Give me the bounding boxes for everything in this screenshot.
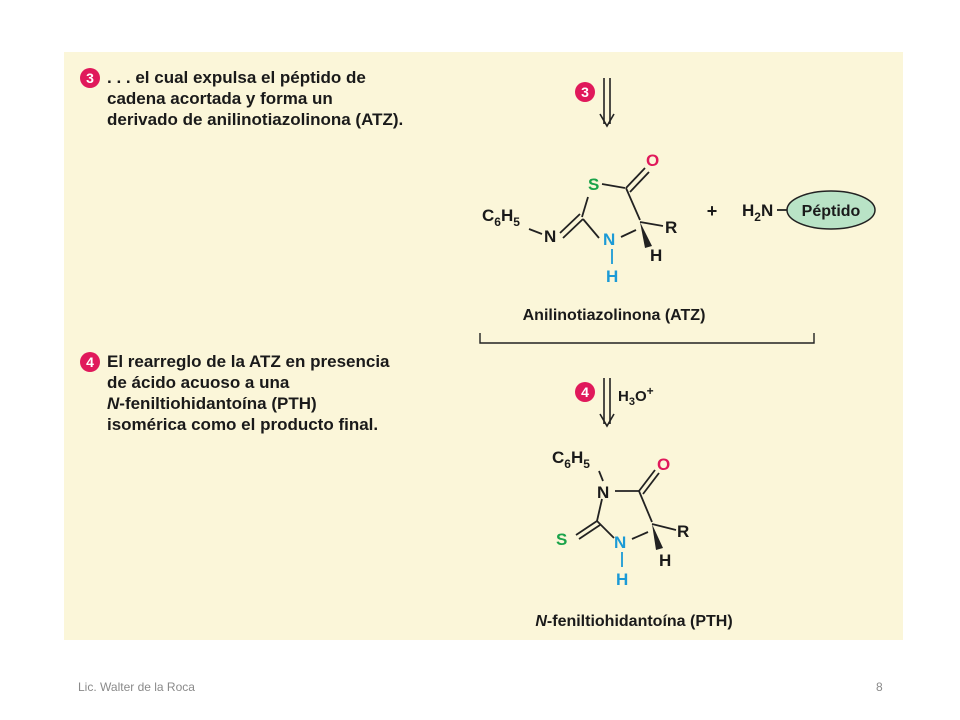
step3-badge: 3 bbox=[80, 68, 100, 88]
atz-h-on-c: H bbox=[650, 246, 662, 265]
atz-phenyl-n-bond bbox=[528, 228, 543, 235]
peptide-oval bbox=[786, 190, 876, 230]
plus-sign: + bbox=[707, 201, 718, 221]
peptide-label: Péptido bbox=[802, 203, 861, 220]
atz-n-exo: N bbox=[544, 227, 556, 246]
pth-h-on-n: H bbox=[616, 570, 628, 589]
step4-description: El rearreglo de la ATZ en presencia de á… bbox=[107, 351, 390, 435]
pth-phenyl-n-bond bbox=[598, 470, 604, 482]
footer-author: Lic. Walter de la Roca bbox=[78, 680, 195, 694]
arrow4-icon bbox=[599, 378, 615, 428]
step4-line1: El rearreglo de la ATZ en presencia bbox=[107, 352, 390, 371]
pth-n-top: N bbox=[597, 483, 609, 502]
arrow3-badge bbox=[575, 82, 595, 102]
pth-h-on-c: H bbox=[659, 551, 671, 570]
atz-sulfur: S bbox=[588, 175, 599, 194]
step4-line3: N-feniltiohidantoína (PTH) bbox=[107, 393, 390, 414]
footer-page-number: 8 bbox=[876, 680, 883, 694]
pth-n-ring: N bbox=[614, 533, 626, 552]
arrow4-reagent: H3O+ bbox=[618, 384, 654, 408]
pth-label: N-feniltiohidantoína (PTH) bbox=[535, 613, 732, 630]
atz-r-group: R bbox=[665, 218, 677, 237]
pth-wedge-bond bbox=[652, 524, 663, 550]
atz-n-ring: N bbox=[603, 230, 615, 249]
step3-line3: derivado de anilinotiazolinona (ATZ). bbox=[107, 110, 404, 129]
atz-phenyl: C6H5 bbox=[482, 206, 520, 229]
step3-description: . . . el cual expulsa el péptido de cade… bbox=[107, 67, 403, 130]
arrow3-icon bbox=[599, 78, 615, 128]
atz-ring-bonds bbox=[559, 167, 664, 239]
step4-line2: de ácido acuoso a una bbox=[107, 373, 290, 392]
pth-sulfur: S bbox=[556, 530, 567, 549]
step4-line3-italic: N bbox=[107, 394, 120, 413]
pth-phenyl: C6H5 bbox=[552, 448, 590, 471]
step4-badge: 4 bbox=[80, 352, 100, 372]
pth-ring-bonds bbox=[575, 469, 677, 540]
arrow4-badge bbox=[575, 382, 595, 402]
arrow3-number: 3 bbox=[581, 84, 589, 100]
pth-oxygen: O bbox=[657, 455, 670, 474]
step4-line4: isomérica como el producto final. bbox=[107, 415, 379, 434]
step3-line2: cadena acortada y forma un bbox=[107, 89, 333, 108]
peptide-amine: H2N bbox=[742, 201, 773, 224]
atz-h-on-n: H bbox=[606, 267, 618, 286]
content-panel bbox=[64, 52, 903, 640]
atz-bracket bbox=[479, 333, 815, 344]
step4-line3-rest: -feniltiohidantoína (PTH) bbox=[119, 394, 317, 413]
atz-label: Anilinotiazolinona (ATZ) bbox=[523, 307, 706, 324]
atz-wedge-bond bbox=[640, 222, 652, 248]
pth-r-group: R bbox=[677, 522, 689, 541]
arrow4-number: 4 bbox=[581, 384, 589, 400]
atz-oxygen: O bbox=[646, 151, 659, 170]
step3-line1: . . . el cual expulsa el péptido de bbox=[107, 68, 366, 87]
